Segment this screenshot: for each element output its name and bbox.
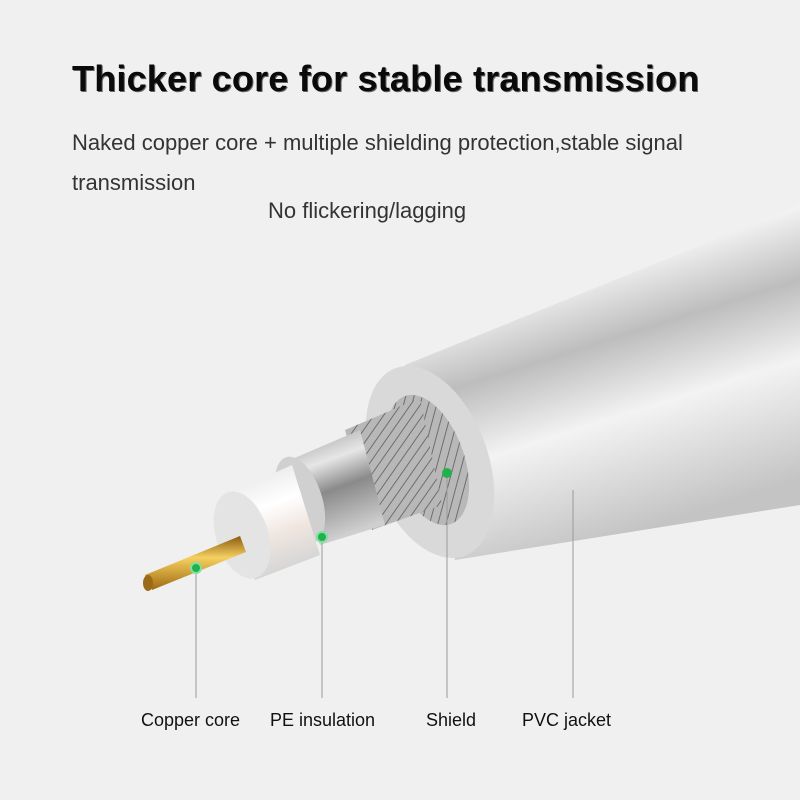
label-shield: Shield	[426, 710, 477, 730]
headline: Thicker core for stable transmission	[72, 58, 700, 99]
pvc-jacket-shape	[365, 205, 800, 560]
subtext: Naked copper core + multiple shielding p…	[72, 130, 683, 195]
label-pe-insulation: PE insulation	[270, 710, 376, 730]
marker-dots	[190, 468, 452, 574]
tagline: No flickering/lagging	[268, 198, 467, 223]
label-pvc-jacket: PVC jacket	[522, 710, 612, 730]
label-copper-core: Copper core	[141, 710, 241, 730]
